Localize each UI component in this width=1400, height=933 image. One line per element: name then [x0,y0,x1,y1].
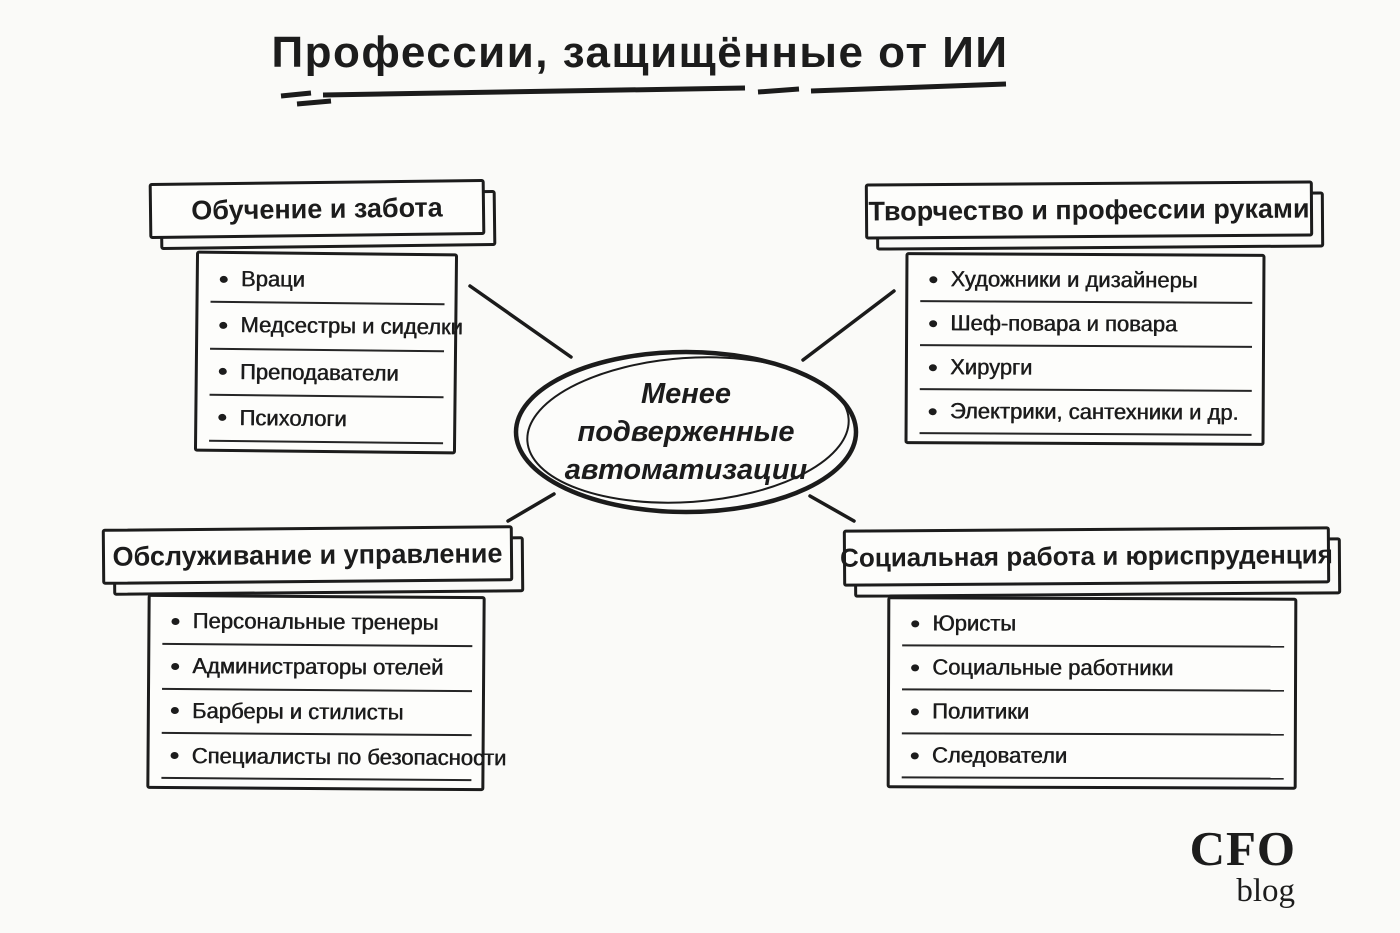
list-item: Художники и дизайнеры [920,258,1253,304]
group-list: Художники и дизайнеры Шеф-повара и повар… [904,252,1266,446]
bullet-dot-icon [929,275,938,283]
bullet-dot-icon [911,663,920,671]
group-header: Социальная работа и юриспруденция [840,526,1333,587]
list-item: Следователи [901,734,1284,780]
list-item: Специалисты по безопасности [161,734,506,782]
list-item-label: Политики [931,698,1029,724]
connector-bottom-right [808,494,856,523]
center-line-2: подверженные [577,415,795,448]
bullet-dot-icon [170,752,179,760]
list-item: Администраторы отелей [162,644,473,692]
connector-top-left [468,284,573,359]
logo-sub-text: blog [1236,873,1295,909]
group-education-care: Обучение и забота Враци Медсестры и сиде… [148,178,514,461]
bullet-dot-icon [218,368,227,376]
page-title: Профессии, защищённые от ИИ [271,28,1009,77]
bullet-dot-icon [219,275,228,283]
group-service-management: Обслуживание и управление Персональные т… [101,525,527,797]
list-item-label: Персональные тренеры [192,608,439,636]
bullet-dot-icon [171,617,180,625]
group-creative-manual: Творчество и профессии руками Художники … [864,180,1340,452]
bullet-dot-icon [171,662,180,670]
bullet-dot-icon [218,414,227,422]
connector-top-right [801,289,896,362]
group-header: Обслуживание и управление [101,525,514,585]
title-underline [280,81,1007,107]
list-item-label: Электрики, сантехники и др. [949,398,1239,425]
bullet-dot-icon [170,707,179,715]
list-item-label: Психологи [239,404,347,432]
list-item: Враци [210,256,445,306]
group-list: Персональные тренеры Администраторы отел… [146,593,506,792]
bullet-dot-icon [910,707,919,715]
list-item-label: Художники и дизайнеры [950,266,1198,293]
list-item: Юристы [902,602,1285,648]
list-item-label: Шеф-повара и повара [950,310,1178,337]
group-list: Враци Медсестры и сиделки Преподаватели … [193,250,463,455]
center-node-label: Менее подверженные автоматизации [534,366,838,498]
group-list: Юристы Социальные работники Политики Сле… [886,596,1298,790]
list-item-label: Следователи [931,742,1068,768]
center-line-1: Менее [640,377,732,410]
list-item: Барберы и стилисты [161,689,473,737]
logo-main-text: CFO [1189,821,1296,876]
list-item-label: Преподаватели [239,358,399,386]
bullet-dot-icon [219,321,228,329]
list-item: Персональные тренеры [162,599,473,647]
list-item-label: Хирурги [949,354,1033,380]
group-social-law: Социальная работа и юриспруденция Юристы… [840,526,1348,796]
center-line-3: автоматизации [564,454,808,487]
connector-bottom-left [506,492,556,523]
bullet-dot-icon [928,363,937,371]
list-item: Хирурги [919,346,1253,392]
list-item-label: Барберы и стилисты [191,698,404,725]
bullet-dot-icon [929,319,938,327]
bullet-dot-icon [911,619,920,627]
list-item-label: Медсестры и сиделки [240,312,463,340]
list-item: Электрики, сантехники и др. [919,390,1252,436]
bullet-dot-icon [910,751,919,759]
list-item: Социальные работники [902,646,1285,692]
group-header: Обучение и забота [148,178,486,240]
list-item-label: Специалисты по безопасности [191,742,507,770]
list-item: Психологи [209,395,444,445]
cfo-blog-logo: CFO blog [1178,824,1296,908]
list-item: Политики [901,690,1285,736]
list-item-label: Социальные работники [932,654,1174,681]
group-header: Творчество и профессии руками [864,180,1314,240]
center-ellipse [513,349,859,515]
list-item-label: Юристы [932,610,1016,636]
center-ellipse-inner-sketch [526,356,850,504]
list-item: Шеф-повара и повара [920,302,1253,348]
list-item: Преподаватели [209,349,445,398]
list-item-label: Администраторы отелей [192,653,444,681]
list-item: Медсестры и сиделки [210,303,463,352]
bullet-dot-icon [928,407,937,415]
list-item-label: Враци [240,266,305,292]
